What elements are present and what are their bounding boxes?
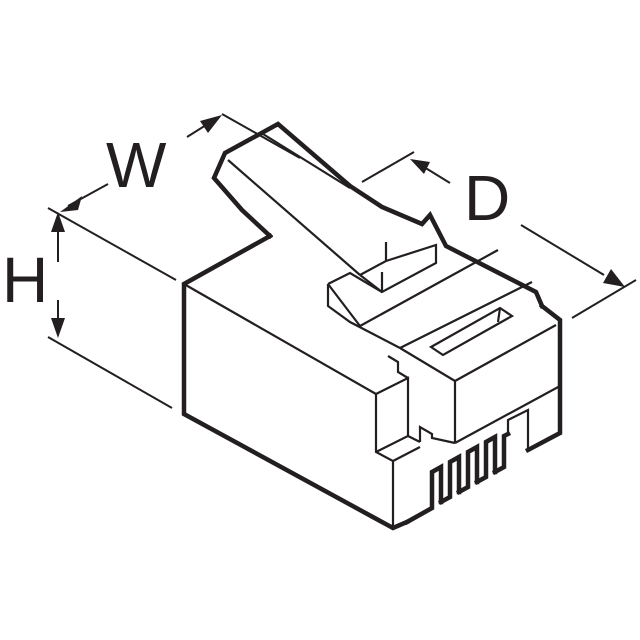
width-dimension: W (47, 113, 301, 281)
head-top-slot (428, 306, 515, 357)
depth-arrow-back-icon (410, 159, 430, 174)
depth-arrow-shaft-back (423, 166, 451, 184)
head-front-divider (454, 385, 561, 444)
body-step-ledge-2 (407, 435, 421, 443)
head-front-right-outline (524, 302, 563, 454)
head-top-mid-edge (399, 281, 533, 349)
body-step-ledge (392, 446, 421, 462)
latch-inner-edge (227, 159, 361, 276)
height-dimension: H (2, 212, 173, 409)
contact-end-tab (506, 408, 530, 450)
width-arrow-left-icon (60, 196, 82, 212)
contact-slot-1 (403, 463, 444, 526)
width-extension-line-left (47, 207, 177, 281)
contact-slots (403, 408, 530, 526)
latch-tab (211, 121, 545, 349)
head-notch (418, 425, 456, 445)
body-left-outline (181, 232, 410, 531)
depth-dimension: D (361, 151, 637, 319)
body-front-step (374, 394, 395, 528)
latch-top-crease (262, 133, 351, 189)
body-top-edge (183, 283, 377, 395)
plug-body (181, 232, 421, 531)
contact-slot-5 (491, 430, 512, 476)
depth-arrow-shaft-front (520, 224, 605, 276)
contact-slot-4 (473, 433, 498, 486)
depth-arrow-front-icon (603, 269, 625, 287)
depth-extension-line-back (361, 151, 415, 183)
head-top-back-edge (359, 249, 499, 327)
depth-extension-line-front (571, 279, 637, 319)
contact-slot-2 (437, 453, 462, 506)
contact-head (359, 249, 563, 454)
width-label: W (106, 129, 167, 201)
contact-slot-3 (455, 443, 480, 496)
head-top-left-edge (399, 347, 456, 382)
height-extension-line-bottom (47, 336, 173, 409)
width-arrow-right-icon (200, 115, 222, 133)
width-extension-line-right (221, 113, 301, 159)
body-step-notch (387, 355, 409, 379)
body-step-face (375, 376, 410, 453)
head-slot-inner (496, 307, 502, 323)
height-arrow-down-icon (51, 318, 65, 338)
latch-base-diagonal (327, 283, 361, 327)
latch-outline (211, 121, 545, 309)
latch-base-top (327, 271, 383, 293)
depth-label: D (464, 162, 510, 234)
height-label: H (2, 244, 48, 316)
height-arrow-up-icon (51, 212, 65, 232)
head-top-front-edge (454, 324, 557, 382)
latch-end-block (359, 243, 438, 294)
latch-end-top (359, 242, 388, 276)
latch-base-side (326, 284, 401, 349)
